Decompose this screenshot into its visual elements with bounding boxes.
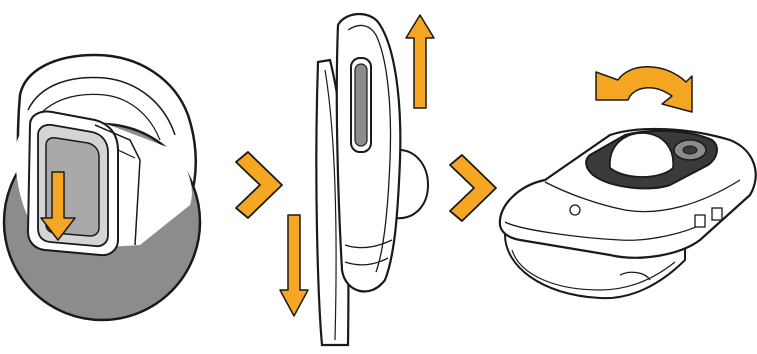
step-3-dome: [609, 132, 675, 178]
step-3-curved-arrow: [595, 66, 693, 113]
chevron-right-icon: [235, 151, 283, 219]
step-2-slide-apart: [279, 13, 435, 347]
step-2-up-arrow: [405, 14, 435, 109]
step-2-down-arrow: [279, 214, 309, 317]
step-3-flip-over: [498, 66, 757, 300]
step-1-down-arrow: [40, 171, 76, 241]
chevron-right-icon: [449, 154, 497, 222]
step-1-press-latch: [2, 53, 202, 322]
